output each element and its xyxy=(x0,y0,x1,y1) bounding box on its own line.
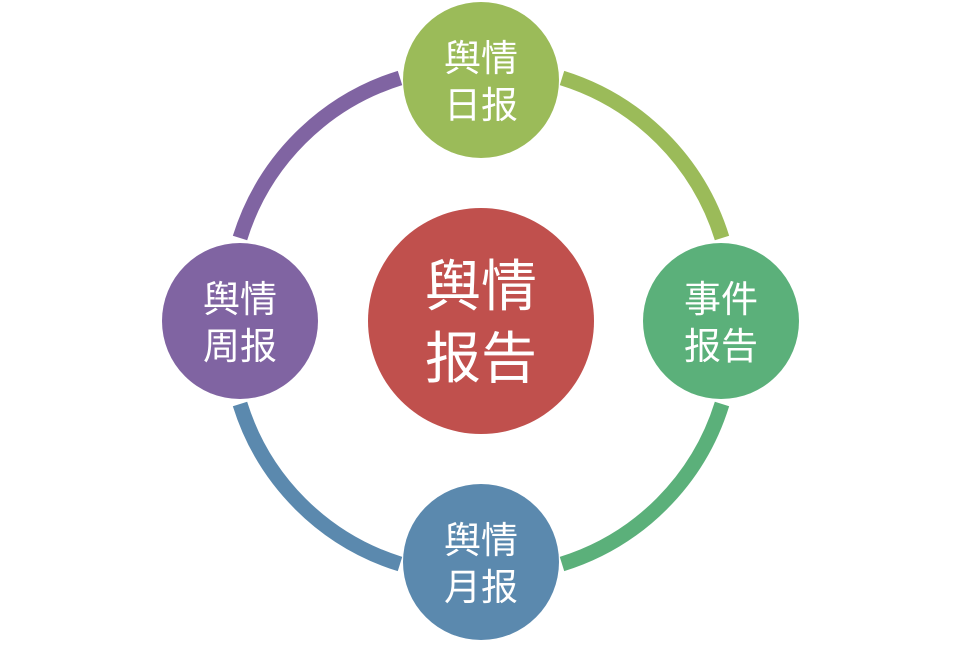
node-daily-report-circle xyxy=(403,2,559,158)
node-daily-report-line1: 舆情 xyxy=(444,37,518,80)
node-monthly-report-line2: 月报 xyxy=(444,566,518,609)
node-public-opinion-report: 舆情 报告 xyxy=(368,208,594,434)
node-weekly-report-line1: 舆情 xyxy=(203,278,277,321)
node-monthly-report-line1: 舆情 xyxy=(444,519,518,562)
arc-right-to-bottom xyxy=(559,401,730,572)
node-monthly-report-circle xyxy=(403,484,559,640)
node-event-report-circle xyxy=(643,243,799,399)
arc-top-to-right xyxy=(559,70,730,241)
node-daily-report: 舆情 日报 xyxy=(403,2,559,158)
node-public-opinion-report-circle xyxy=(368,208,594,434)
center-line1: 舆情 xyxy=(425,255,537,320)
arc-bottom-to-left xyxy=(232,401,403,572)
node-event-report-line2: 报告 xyxy=(684,325,758,368)
node-weekly-report: 舆情 周报 xyxy=(162,243,318,399)
ring xyxy=(232,70,730,572)
center-line2: 报告 xyxy=(425,327,537,392)
node-daily-report-line2: 日报 xyxy=(444,84,518,127)
node-weekly-report-circle xyxy=(162,243,318,399)
node-event-report: 事件 报告 xyxy=(643,243,799,399)
node-monthly-report: 舆情 月报 xyxy=(403,484,559,640)
arc-left-to-top xyxy=(232,70,403,241)
node-event-report-line1: 事件 xyxy=(684,278,758,321)
node-weekly-report-line2: 周报 xyxy=(203,325,277,368)
